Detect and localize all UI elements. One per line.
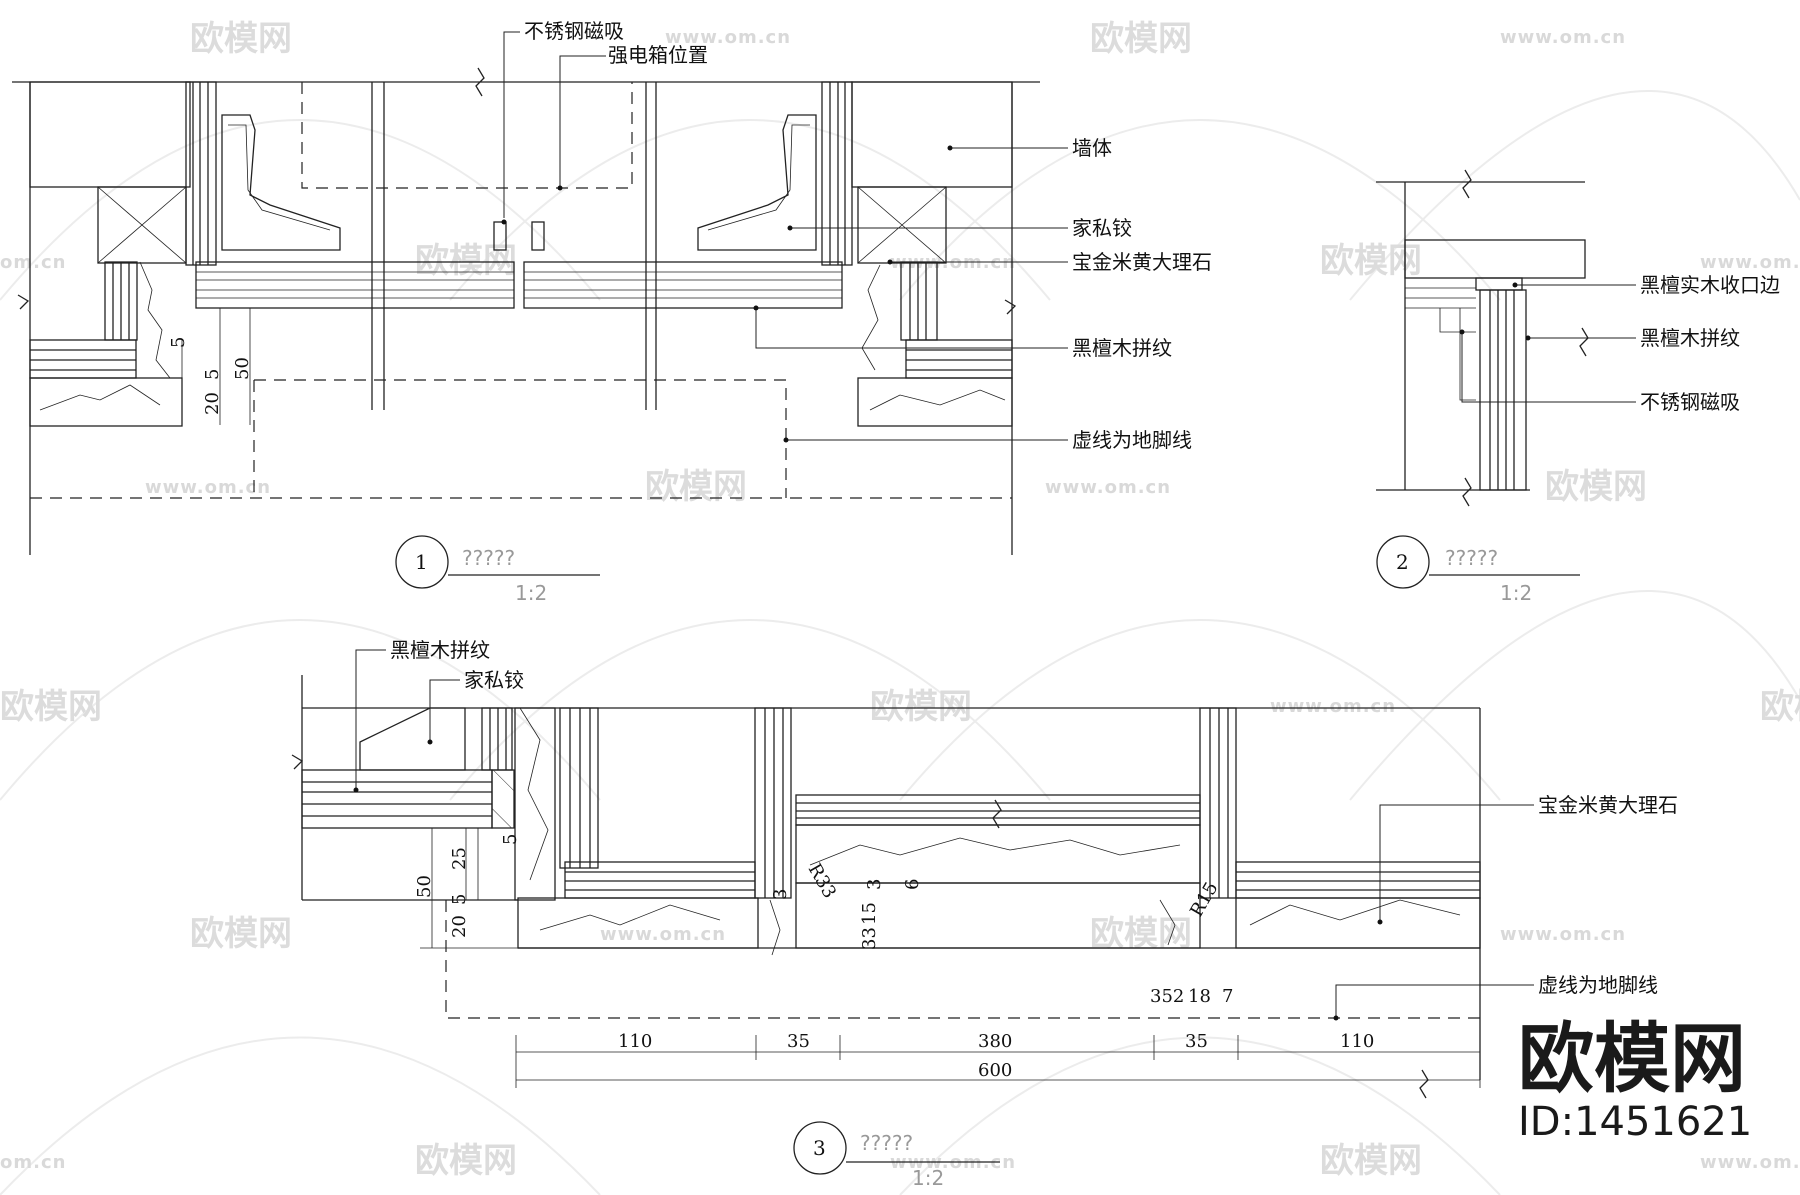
watermark-site: om.cn — [0, 1152, 66, 1173]
label-veneer: 黑檀木拼纹 — [390, 638, 490, 662]
label-electric-box: 强电箱位置 — [608, 43, 708, 67]
watermark-arcs — [0, 89, 1800, 1195]
label-hinge: 家私铰 — [1072, 216, 1132, 240]
dim-total: 600 — [978, 1060, 1012, 1081]
dim-label: 3 — [864, 879, 885, 890]
watermark-brand: 欧模网 — [415, 1141, 517, 1181]
dim-label: 18 — [1188, 986, 1211, 1007]
label-veneer: 黑檀木拼纹 — [1640, 326, 1740, 350]
detail-1: 不锈钢磁吸 强电箱位置 墙体 家私铰 宝金米黄大理石 黑檀木拼纹 虚线为地脚线 … — [12, 19, 1212, 605]
detail-scale: 1:2 — [912, 1166, 944, 1190]
watermark-site: www.om.cn — [1045, 477, 1171, 498]
watermark-site: www.om.cn — [1270, 696, 1396, 717]
detail-number-circle — [395, 535, 449, 589]
stamp-brand: 欧模网 — [1518, 1014, 1746, 1103]
dim-segment: 35 — [1185, 1031, 1208, 1052]
detail-scale: 1:2 — [515, 581, 547, 605]
detail-number: 2 — [1396, 550, 1409, 574]
label-marble: 宝金米黄大理石 — [1538, 793, 1678, 817]
dim-label: 352 — [1150, 986, 1184, 1007]
watermark-site: www.om.cn — [600, 924, 726, 945]
watermark-brand: 欧模网 — [645, 467, 747, 507]
dim-label: 5 — [500, 834, 521, 845]
dim-segment: 110 — [1340, 1031, 1374, 1052]
label-magnet: 不锈钢磁吸 — [524, 19, 624, 43]
watermark-site: www.om.cn — [1700, 252, 1800, 273]
watermark-brand: 欧模网 — [870, 687, 972, 727]
dim-label: 5 — [202, 369, 223, 380]
detail-title: ????? — [860, 1131, 913, 1155]
detail-number-circle — [1376, 535, 1430, 589]
watermark-brand: 欧模网 — [1760, 687, 1800, 727]
detail-2: 黑檀实木收口边 黑檀木拼纹 不锈钢磁吸 2 ????? 1:2 — [1376, 169, 1780, 605]
stamp-id: ID:1451621 — [1518, 1099, 1752, 1145]
watermarks: 欧模网 欧模网 www.om.cn www.om.cn om.cn 欧模网 ww… — [0, 19, 1800, 1181]
detail-number: 1 — [415, 550, 428, 574]
watermark-brand: 欧模网 — [190, 19, 292, 59]
label-dashed-baseboard: 虚线为地脚线 — [1072, 428, 1192, 452]
dim-label: R33 — [804, 860, 840, 902]
dim-label: 5 — [449, 894, 470, 905]
label-ebony-edge: 黑檀实木收口边 — [1640, 273, 1780, 297]
dim-label: 50 — [232, 357, 253, 380]
watermark-brand: 欧模网 — [190, 914, 292, 954]
watermark-brand: 欧模网 — [1320, 1141, 1422, 1181]
label-dashed-baseboard: 虚线为地脚线 — [1538, 973, 1658, 997]
label-magnet: 不锈钢磁吸 — [1640, 390, 1740, 414]
watermark-site: www.om.cn — [1500, 27, 1626, 48]
dim-label: 25 — [449, 847, 470, 870]
dim-label: 5 — [168, 337, 189, 348]
watermark-site: www.om.cn — [665, 27, 791, 48]
watermark-site: www.om.cn — [1500, 924, 1626, 945]
label-hinge: 家私铰 — [464, 668, 524, 692]
dim-segment: 35 — [787, 1031, 810, 1052]
label-wall: 墙体 — [1072, 136, 1112, 160]
detail-title: ????? — [1445, 546, 1498, 570]
watermark-site: om.cn — [0, 252, 66, 273]
label-marble: 宝金米黄大理石 — [1072, 250, 1212, 274]
dim-label: 15 — [859, 902, 880, 925]
detail-number-circle — [793, 1121, 847, 1175]
watermark-brand: 欧模网 — [1090, 19, 1192, 59]
watermark-brand: 欧模网 — [1545, 467, 1647, 507]
watermark-brand: 欧模网 — [1090, 914, 1192, 954]
dim-segment: 380 — [978, 1031, 1012, 1052]
watermark-brand: 欧模网 — [415, 241, 517, 281]
dim-segment: 110 — [618, 1031, 652, 1052]
watermark-brand: 欧模网 — [1320, 241, 1422, 281]
dim-label: 20 — [449, 915, 470, 938]
dim-label: 20 — [202, 392, 223, 415]
watermark-site: www.om.cn — [1700, 1152, 1800, 1173]
dim-label: 6 — [902, 879, 923, 890]
detail-number: 3 — [813, 1136, 826, 1160]
dim-label: 33 — [859, 927, 880, 950]
detail-title: ????? — [462, 546, 515, 570]
dim-label: R15 — [1186, 878, 1222, 920]
dim-label: 50 — [414, 875, 435, 898]
watermark-site: www.om.cn — [145, 477, 271, 498]
brand-stamp: 欧模网 ID:1451621 — [1518, 1014, 1752, 1145]
label-veneer: 黑檀木拼纹 — [1072, 336, 1172, 360]
dim-label: 3 — [770, 889, 791, 900]
detail-scale: 1:2 — [1500, 581, 1532, 605]
dim-label: 7 — [1222, 986, 1233, 1007]
watermark-brand: 欧模网 — [0, 687, 102, 727]
